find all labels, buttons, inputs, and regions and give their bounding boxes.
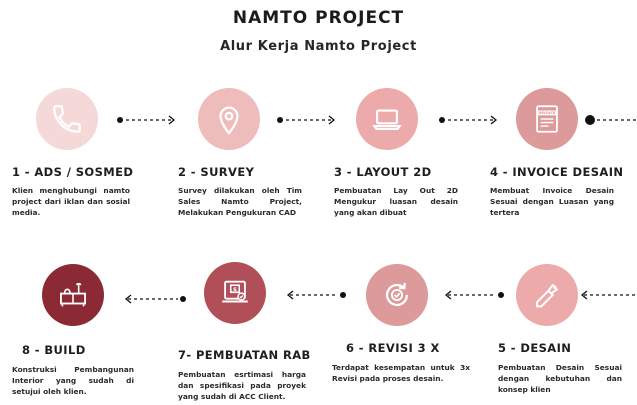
step-2-description: Survey dilakukan oleh Tim Sales Namto Pr… [178, 186, 302, 217]
arrow-from-4-to-5 [580, 289, 637, 301]
step-6-description: Terdapat kesempatan untuk 3x Revisi pada… [332, 363, 470, 383]
page-subtitle: Alur Kerja Namto Project [220, 39, 417, 54]
step-1-circle [36, 88, 98, 150]
arrow-2-to-3 [276, 114, 340, 126]
step-3-description: Pembuatan Lay Out 2D Mengukur luasan des… [334, 186, 458, 217]
arrow-4-to-5 [584, 113, 637, 125]
invoice-icon: INVOICE [536, 105, 558, 133]
step-7-title: 7- PEMBUATAN RAB [178, 348, 311, 362]
location-pin-icon [219, 106, 239, 135]
budget-document-icon: $ [222, 280, 248, 303]
arrow-6-to-7 [286, 289, 348, 301]
step-8-circle [42, 264, 104, 326]
step-8-title: 8 - BUILD [22, 343, 86, 357]
revision-icon [385, 282, 409, 307]
step-6-circle [366, 264, 428, 326]
page-title: NAMTO PROJECT [232, 8, 405, 28]
step-1-description: Klien menghubungi namto project dari ikl… [12, 186, 130, 217]
arrow-7-to-8 [124, 293, 188, 305]
step-4-description: Membuat Invoice Desain Sesuai dengan Lua… [490, 186, 614, 217]
step-4-title: 4 - INVOICE DESAIN [490, 165, 624, 179]
invoice-label: INVOICE [539, 111, 556, 115]
step-6-title: 6 - REVISI 3 X [346, 341, 440, 355]
arrow-1-to-2 [116, 114, 180, 126]
step-3-title: 3 - LAYOUT 2D [334, 165, 432, 179]
arrow-5-to-6 [444, 289, 506, 301]
step-1-title: 1 - ADS / SOSMED [12, 165, 134, 179]
step-4-circle: INVOICE [516, 88, 578, 150]
step-8-description: Konstruksi Pembangunan Interior yang sud… [12, 365, 134, 396]
pen-tool-icon [536, 283, 559, 308]
svg-text:$: $ [233, 287, 237, 293]
step-5-circle [516, 264, 578, 326]
step-7-description: Pembuatan esrtimasi harga dan spesifikas… [178, 370, 306, 401]
step-5-title: 5 - DESAIN [498, 341, 572, 355]
laptop-icon [372, 109, 402, 130]
furniture-icon [60, 282, 86, 307]
phone-icon [53, 105, 81, 133]
step-3-circle [356, 88, 418, 150]
arrow-3-to-4 [438, 114, 502, 126]
step-5-description: Pembuatan Desain Sesuai dengan kebutuhan… [498, 363, 622, 394]
step-2-title: 2 - SURVEY [178, 165, 255, 179]
step-2-circle [198, 88, 260, 150]
step-7-circle: $ [204, 262, 266, 324]
